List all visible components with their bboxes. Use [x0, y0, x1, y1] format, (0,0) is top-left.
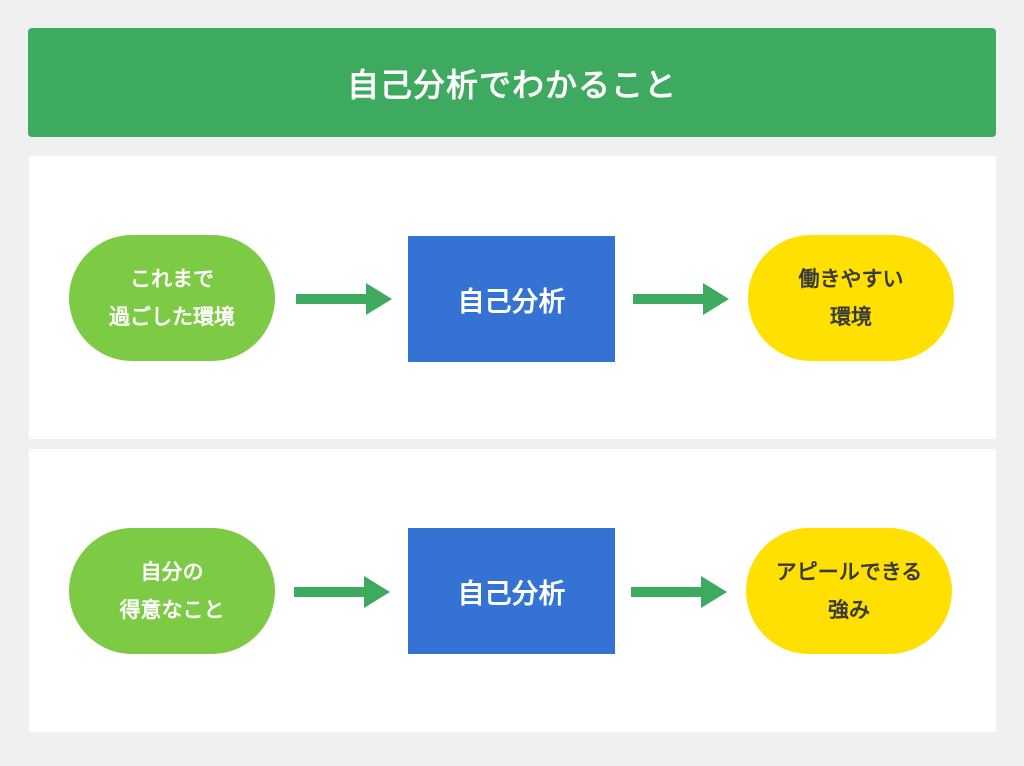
- process-node-1: 自己分析: [408, 236, 615, 362]
- process-node-2: 自己分析: [408, 528, 615, 654]
- flow-panel-1: これまで 過ごした環境 自己分析 働きやすい 環境: [29, 156, 996, 439]
- input-node-1-line-1: これまで: [130, 267, 214, 291]
- arrow-right-icon: [296, 283, 392, 315]
- input-node-1: これまで 過ごした環境: [69, 235, 275, 361]
- arrow-right-icon: [294, 576, 390, 608]
- diagram-title: 自己分析でわかること: [28, 28, 996, 137]
- output-node-1: 働きやすい 環境: [748, 235, 954, 361]
- arrow-right-icon: [633, 283, 729, 315]
- output-node-1-line-1: 働きやすい: [798, 267, 904, 291]
- input-node-2-line-2: 得意なこと: [119, 598, 225, 622]
- flow-panel-2: 自分の 得意なこと 自己分析 アピールできる 強み: [29, 449, 996, 732]
- output-node-1-line-2: 環境: [830, 305, 872, 329]
- output-node-2-line-1: アピールできる: [775, 560, 923, 584]
- arrow-right-icon: [631, 576, 727, 608]
- output-node-2-line-2: 強み: [828, 598, 870, 622]
- output-node-2: アピールできる 強み: [746, 528, 952, 654]
- input-node-2-line-1: 自分の: [140, 560, 204, 584]
- input-node-1-line-2: 過ごした環境: [109, 305, 235, 329]
- input-node-2: 自分の 得意なこと: [69, 528, 275, 654]
